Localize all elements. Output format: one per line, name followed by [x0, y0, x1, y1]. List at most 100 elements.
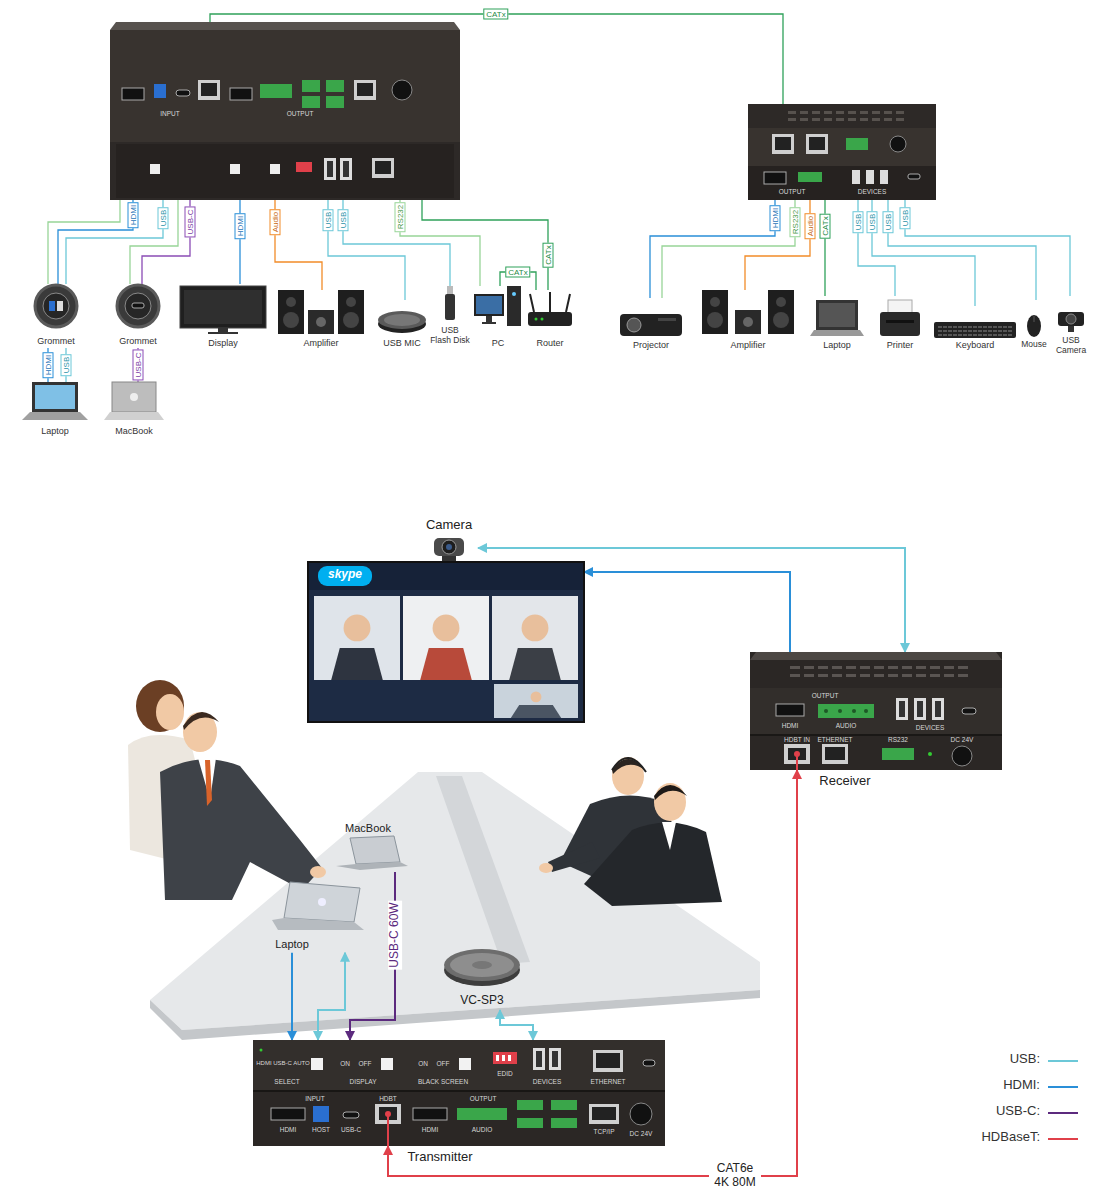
display: Display: [178, 284, 268, 350]
receiver-icon: [866, 170, 874, 184]
transmitter: INPUTOUTPUT: [110, 22, 460, 200]
cable-line: [328, 200, 405, 300]
cable-tag: HDMI: [770, 205, 781, 231]
device-label: Laptop: [275, 938, 309, 951]
receiver-icon: [962, 708, 976, 714]
receiver-icon: [944, 666, 954, 669]
receiver-icon: [848, 111, 856, 114]
transmitter-icon: [340, 158, 352, 180]
cable-tag: USB: [853, 211, 864, 233]
cable-tag: HDMI: [128, 202, 139, 228]
seated-man: [160, 712, 326, 900]
display-screen-icon: [522, 614, 549, 641]
router-icon: [541, 318, 544, 321]
camera: Camera: [420, 518, 478, 562]
transmitter-icon: [260, 84, 292, 98]
macbook-icon: [112, 382, 156, 412]
device-label: MacBook: [115, 426, 153, 436]
receiver-icon: [824, 111, 832, 114]
receiver-icon: [800, 111, 808, 114]
receiver-icon: [812, 118, 820, 121]
receiver-icon: [874, 674, 884, 677]
usb-flash-disk-icon: [445, 294, 455, 320]
cable-line: [275, 200, 322, 290]
receiver-icon: [852, 709, 856, 713]
cable-line: [400, 200, 480, 286]
display-screen-icon: [344, 614, 371, 641]
device-label: Printer: [887, 340, 914, 350]
device-label: Amplifier: [303, 338, 338, 348]
amplifier-icon: [768, 290, 794, 334]
cable-line: [58, 200, 133, 284]
receiver-icon: [748, 166, 936, 200]
panel-label: HDMI: [782, 722, 799, 729]
keyboard-icon: [938, 326, 1012, 328]
receiver-icon: [748, 104, 936, 200]
amplifier: Amplifier: [700, 290, 796, 352]
receiver-icon: [836, 118, 844, 121]
conference-table: [436, 776, 530, 964]
device-label: Display: [208, 338, 238, 348]
receiver-icon: [775, 137, 791, 150]
display-icon: [180, 286, 266, 328]
cable-line: [142, 200, 190, 284]
pc-icon: [476, 296, 502, 314]
transmitter-icon: [493, 1052, 517, 1064]
cable-line: [343, 200, 450, 286]
transmitter-icon: [313, 1106, 329, 1122]
mouse: Mouse: [1019, 300, 1049, 352]
receiver: OUTPUTHDMIAUDIODEVICESHDBT INETHERNETRS2…: [750, 652, 1002, 770]
amplifier-icon: [702, 290, 728, 334]
router-icon: [549, 292, 551, 312]
cable-tag: USB-C: [185, 207, 196, 238]
panel-label: DEVICES: [533, 1078, 562, 1085]
transmitter-icon: [459, 1058, 471, 1070]
router-icon: [528, 312, 572, 326]
grommet-icon: [132, 303, 144, 308]
usb-camera-icon: [1058, 312, 1084, 326]
cable-line: [500, 1010, 533, 1040]
transmitter-icon: [154, 84, 166, 98]
cable-line: [584, 572, 790, 652]
panel-label: AUDIO: [836, 722, 857, 729]
transmitter-icon: [630, 1103, 652, 1125]
receiver-icon: [748, 104, 936, 200]
display-screen-icon: [309, 563, 583, 590]
cable-line: [745, 200, 810, 290]
transmitter-icon: [110, 30, 460, 142]
mouse-icon: [1034, 316, 1035, 322]
receiver-icon: [836, 111, 844, 114]
amplifier-icon: [286, 297, 296, 307]
receiver-icon: [914, 698, 926, 720]
transmitter-icon: [536, 1051, 542, 1067]
grommet-icon: [43, 293, 69, 319]
display-screen-icon: [403, 596, 489, 680]
receiver-icon: [899, 701, 905, 717]
seated-man: [612, 759, 645, 774]
amplifier-icon: [346, 297, 356, 307]
receiver: OUTPUTDEVICES: [748, 104, 936, 200]
amplifier-icon: [316, 317, 326, 327]
device-label: Grommet: [119, 336, 157, 346]
device-label: Laptop: [823, 340, 851, 350]
transmitter-icon: [552, 1051, 558, 1067]
macbook-icon: [104, 412, 164, 420]
cable-tag: CATx: [543, 242, 554, 267]
cable-tag: USB: [338, 209, 349, 231]
receiver-icon: [806, 134, 828, 154]
panel-label: BLACK SCREEN: [418, 1078, 468, 1085]
display-screen-icon: [531, 691, 542, 702]
receiver-icon: [890, 136, 906, 152]
amplifier-icon: [710, 297, 720, 307]
cable-tag: RS232: [790, 207, 801, 237]
legend-label: HDMI:: [1003, 1078, 1040, 1093]
receiver-icon: [838, 709, 842, 713]
printer-icon: [888, 300, 912, 314]
transmitter-icon: [302, 80, 320, 92]
legend-swatch: [1048, 1112, 1078, 1114]
pc: PC: [474, 286, 522, 350]
transmitter-icon: [253, 1040, 665, 1146]
cable-line: [48, 200, 120, 284]
receiver-icon: [809, 137, 825, 150]
